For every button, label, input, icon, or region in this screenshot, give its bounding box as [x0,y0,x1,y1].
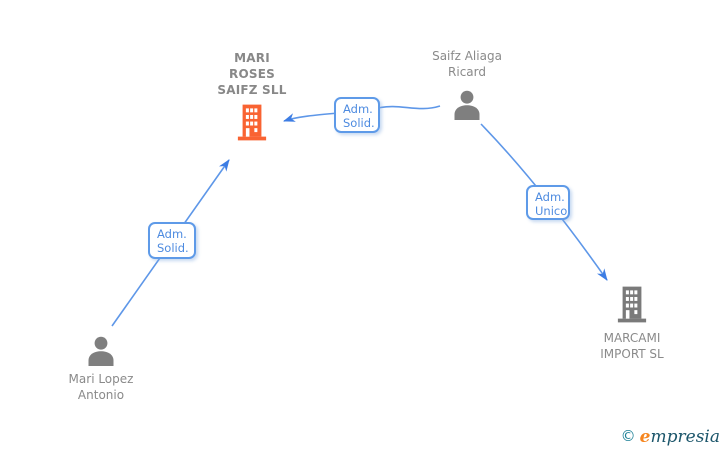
person-name-line: Antonio [77,388,125,402]
company-name-line: IMPORT SL [600,347,664,361]
copyright-icon: © [620,427,636,445]
building-icon [617,286,647,323]
node-mari-roses-saifz-sll[interactable]: MARI ROSES SAIFZ SLL [189,50,315,141]
brand-initial: e [639,427,651,447]
person-name: Mari Lopez Antonio [39,371,163,403]
edge-label-adm-unico: Adm. Unico [526,185,570,220]
brand-text: mpresia [650,427,721,447]
company-name-line: MARI [234,51,270,65]
company-name: MARI ROSES SAIFZ SLL [189,50,315,98]
edge-label-adm-solid-top: Adm. Solid. [334,97,380,133]
edge-label-line: Adm. [343,102,373,116]
person-name-line: Saifz Aliaga [432,49,502,63]
edge-label-line: Unico [535,204,568,218]
person-icon [454,90,480,120]
node-saifz-aliaga-ricard[interactable]: Saifz Aliaga Ricard [403,48,531,120]
company-name-line: SAIFZ SLL [217,83,287,97]
building-icon [237,104,267,141]
node-marcami-import-sl[interactable]: MARCAMI IMPORT SL [567,286,697,362]
edge-label-line: Solid. [157,241,189,255]
edge-label-line: Solid. [343,116,375,130]
edge-label-line: Adm. [157,227,187,241]
person-name-line: Ricard [448,65,486,79]
edge-label-adm-solid-left: Adm. Solid. [148,222,196,259]
company-name-line: ROSES [229,67,275,81]
edge-label-line: Adm. [535,190,565,204]
person-name-line: Mari Lopez [68,372,134,386]
company-name-line: MARCAMI [603,331,661,345]
person-name: Saifz Aliaga Ricard [403,48,531,80]
empresia-logo: ©empresia [621,427,720,447]
company-name: MARCAMI IMPORT SL [567,330,697,362]
node-mari-lopez-antonio[interactable]: Mari Lopez Antonio [39,336,163,403]
person-icon [88,336,114,366]
